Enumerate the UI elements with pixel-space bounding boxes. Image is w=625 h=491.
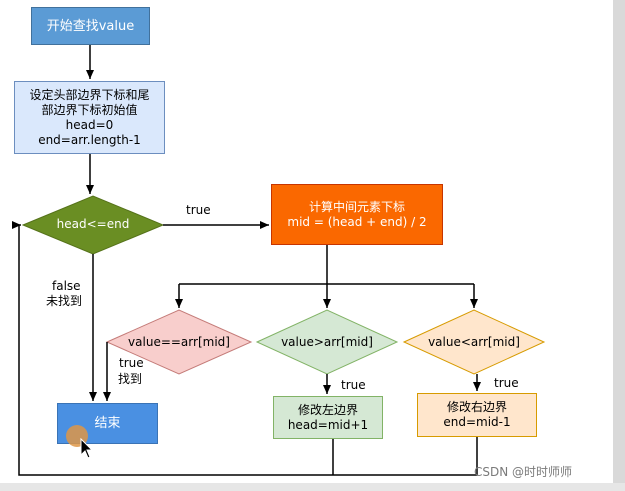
init-line4: end=arr.length-1 [38, 132, 141, 147]
update-left-line1: 修改左边界 [297, 402, 358, 417]
edge-label-false: false [52, 279, 81, 293]
compare-eq-diamond [105, 309, 253, 375]
end-label: 结束 [94, 416, 121, 431]
update-right-line2: end=mid-1 [443, 415, 511, 429]
edge-label-true-calc: true [186, 203, 211, 217]
init-node: 设定头部边界下标和尾 部边界下标初始值 head=0 end=arr.lengt… [14, 81, 165, 154]
compare-gt-diamond [255, 309, 399, 375]
window-edge-right [613, 0, 625, 491]
compare-lt-label: value<arr[mid] [428, 335, 520, 349]
update-right-node: 修改右边界 end=mid-1 [417, 393, 537, 437]
calc-line1: 计算中间元素下标 [308, 199, 405, 214]
init-line1: 设定头部边界下标和尾 [29, 87, 150, 102]
condition-label: head<=end [56, 217, 130, 231]
calc-node: 计算中间元素下标 mid = (head + end) / 2 [271, 184, 443, 245]
start-node: 开始查找value [31, 7, 150, 45]
update-right-line1: 修改右边界 [446, 400, 507, 414]
edge-label-true-gt: true [341, 378, 366, 392]
loop-back-line [12, 221, 478, 476]
watermark: CSDN @时时师师 [474, 465, 573, 479]
calc-line2: mid = (head + end) / 2 [287, 214, 427, 229]
init-line3: head=0 [65, 117, 114, 132]
cursor-arrow-icon [80, 438, 94, 459]
edge-label-not-found: 未找到 [46, 294, 83, 308]
window-edge-bottom [0, 483, 625, 491]
edge-label-true-lt: true [494, 376, 519, 390]
edge-label-true-eq: true [119, 356, 144, 370]
update-left-node: 修改左边界 head=mid+1 [273, 396, 383, 439]
compare-gt-label: value>arr[mid] [281, 335, 373, 349]
init-line2: 部边界下标初始值 [41, 102, 138, 117]
compare-lt-diamond [402, 309, 546, 375]
start-label: 开始查找value [46, 18, 135, 34]
edge-label-found: 找到 [118, 372, 143, 386]
compare-eq-label: value==arr[mid] [128, 335, 230, 349]
update-left-line2: head=mid+1 [287, 417, 369, 432]
